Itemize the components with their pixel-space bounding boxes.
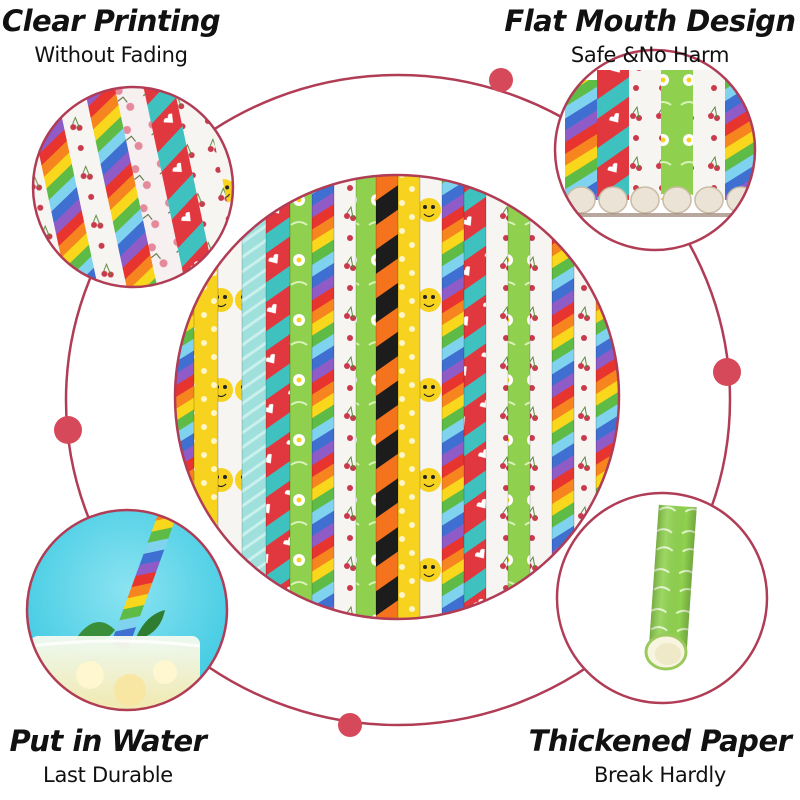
connector-dot-top [489,68,513,92]
center-straws-image [175,175,619,619]
feature-caption-thickened-paper: Thickened Paper Break Hardly [520,724,800,788]
connector-dot-left [54,416,82,444]
connector-dot-right [713,358,741,386]
thickened-paper-image [557,493,767,703]
feature-subtitle: Last Durable [43,763,173,787]
feature-subtitle: Break Hardly [593,763,727,787]
put-in-water-image [27,510,227,710]
feature-subtitle: Safe &No Harm [570,43,730,67]
feature-caption-clear-printing: Clear Printing Without Fading [0,4,222,68]
feature-caption-put-in-water: Put in Water Last Durable [0,724,216,788]
connector-ring [64,73,732,727]
feature-title: Flat Mouth Design [504,4,796,38]
feature-title: Clear Printing [1,4,221,38]
connector-dot-bottom [338,713,362,737]
feature-title: Put in Water [9,724,207,758]
feature-subtitle: Without Fading [34,43,188,67]
flat-mouth-image [555,50,755,250]
feature-caption-flat-mouth: Flat Mouth Design Safe &No Harm [500,4,800,68]
feature-title: Thickened Paper [528,724,792,758]
